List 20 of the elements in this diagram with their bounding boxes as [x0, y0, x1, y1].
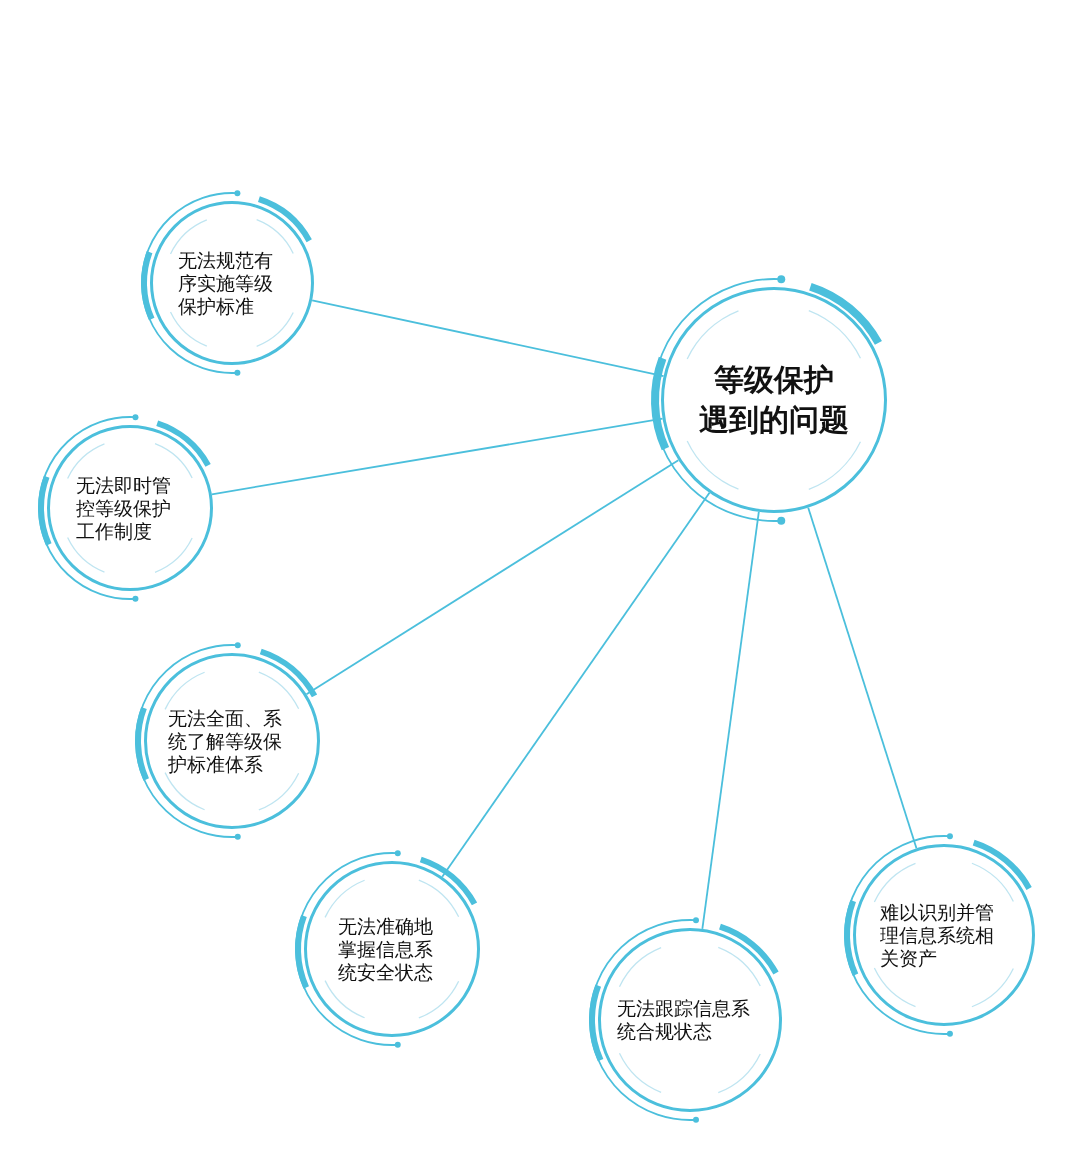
circle-node	[144, 653, 320, 829]
circle-node	[598, 928, 782, 1112]
node-text: 无法全面、系统了解等级保护标准体系	[168, 706, 284, 776]
circle-node	[304, 861, 480, 1037]
connector-line	[311, 299, 665, 378]
connector-line	[701, 511, 760, 930]
circle-node	[150, 201, 314, 365]
connector-line	[807, 506, 918, 850]
node-text: 无法准确地掌握信息系统安全状态	[337, 914, 434, 984]
node-text: 无法规范有序实施等级保护标准	[177, 248, 274, 318]
node-text: 难以识别并管理信息系统相关资产	[880, 900, 996, 970]
central-topic-text: 等级保护遇到的问题	[698, 361, 850, 439]
node-text: 无法即时管控等级保护工作制度	[75, 473, 172, 543]
central-circle-node	[661, 287, 887, 513]
circle-node	[853, 844, 1035, 1026]
connector-line	[210, 417, 664, 496]
circle-node	[47, 425, 213, 591]
connector-line	[441, 491, 711, 878]
connector-line	[305, 459, 680, 696]
node-text: 无法跟踪信息系统合规状态	[616, 997, 751, 1043]
